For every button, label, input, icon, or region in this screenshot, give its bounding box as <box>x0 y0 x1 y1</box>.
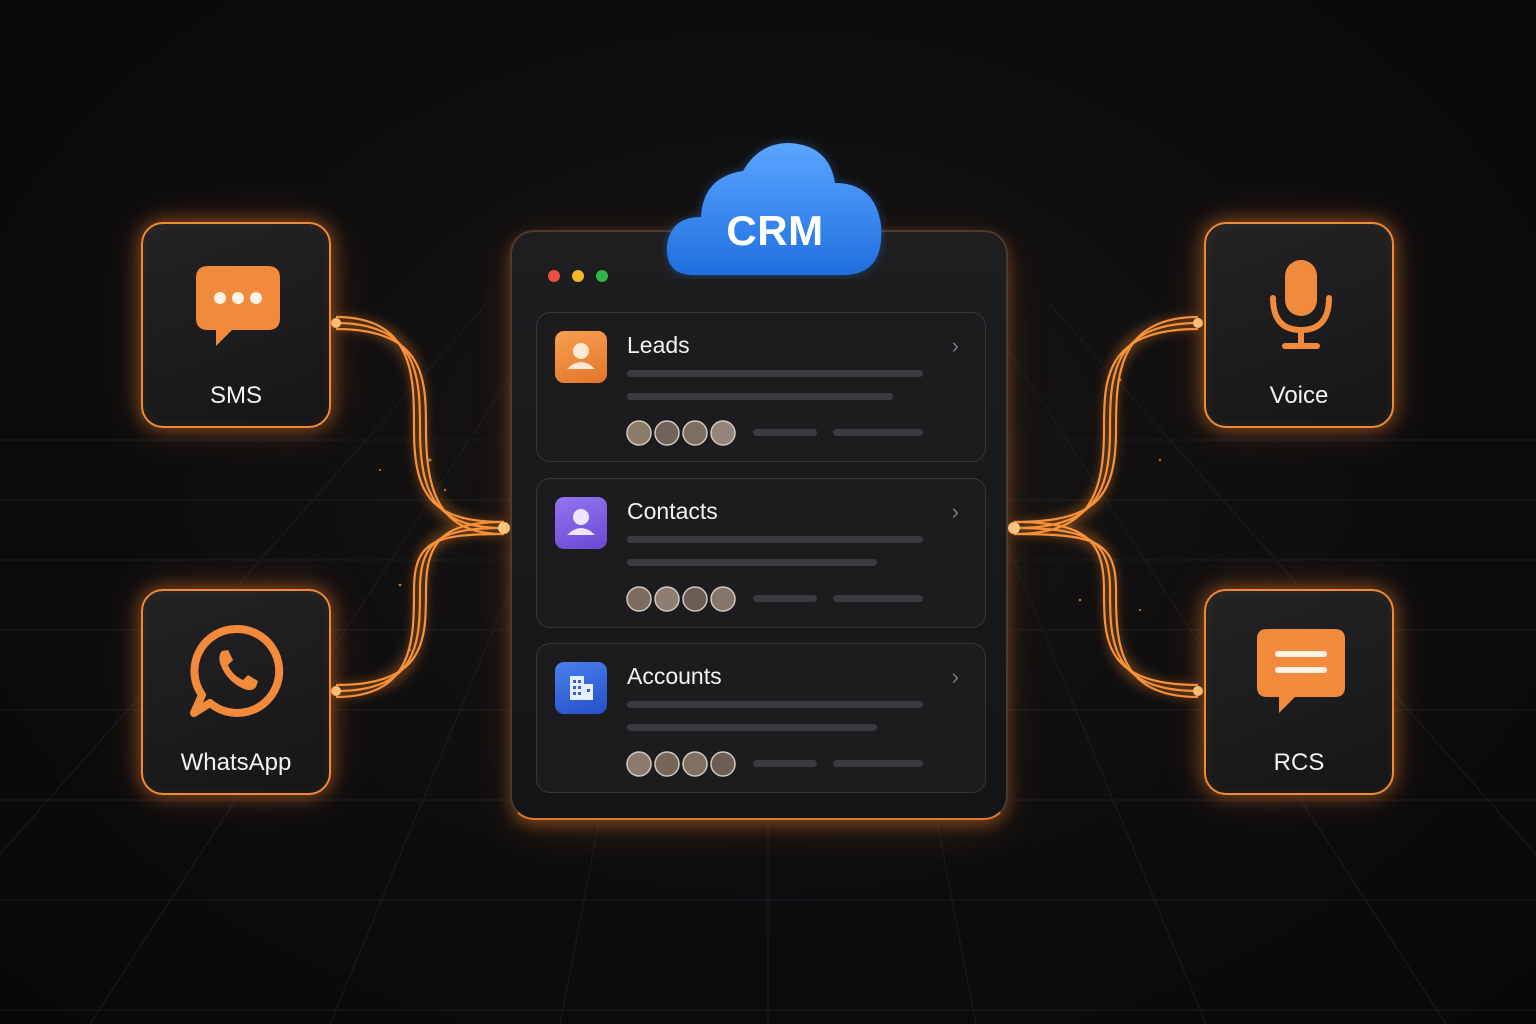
whatsapp-icon <box>190 624 284 717</box>
placeholder-line <box>627 536 923 543</box>
avatar-group <box>626 420 736 446</box>
contacts-title: Contacts <box>627 498 718 524</box>
cloud-icon <box>666 143 882 275</box>
placeholder-line <box>627 370 923 377</box>
accounts-title: Accounts <box>627 663 722 689</box>
building-icon <box>555 662 607 714</box>
rcs-label: RCS <box>1273 749 1325 776</box>
placeholder-line <box>753 429 817 436</box>
avatar-group <box>626 586 736 612</box>
avatar-group <box>626 751 736 777</box>
placeholder-line <box>627 701 923 708</box>
placeholder-line <box>627 724 877 731</box>
crm-window-panel: Leads › Contacts › <box>510 230 1008 820</box>
chat-bubble-dots-icon <box>196 266 280 346</box>
placeholder-line <box>627 393 893 400</box>
person-icon <box>555 331 607 383</box>
whatsapp-channel-card[interactable]: WhatsApp <box>141 589 331 795</box>
sms-label: SMS <box>209 382 262 409</box>
placeholder-line <box>833 595 923 602</box>
leads-card[interactable]: Leads › <box>536 312 986 462</box>
placeholder-line <box>833 429 923 436</box>
microphone-icon <box>1270 260 1332 349</box>
chevron-right-icon[interactable]: › <box>951 499 959 524</box>
placeholder-line <box>753 760 817 767</box>
leads-title: Leads <box>627 332 690 358</box>
voice-channel-card[interactable]: Voice <box>1204 222 1394 428</box>
person-icon <box>555 497 607 549</box>
chevron-right-icon[interactable]: › <box>951 664 959 689</box>
crm-label: CRM <box>726 207 824 254</box>
window-close-dot[interactable] <box>548 270 560 282</box>
message-lines-icon <box>1257 629 1345 713</box>
chevron-right-icon[interactable]: › <box>951 333 959 358</box>
contacts-card[interactable]: Contacts › <box>536 478 986 628</box>
window-maximize-dot[interactable] <box>596 270 608 282</box>
placeholder-line <box>833 760 923 767</box>
sms-channel-card[interactable]: SMS <box>141 222 331 428</box>
accounts-card[interactable]: Accounts › <box>536 643 986 793</box>
placeholder-line <box>753 595 817 602</box>
window-minimize-dot[interactable] <box>572 270 584 282</box>
placeholder-line <box>627 559 877 566</box>
rcs-channel-card[interactable]: RCS <box>1204 589 1394 795</box>
whatsapp-label: WhatsApp <box>180 749 292 776</box>
voice-label: Voice <box>1269 382 1329 409</box>
